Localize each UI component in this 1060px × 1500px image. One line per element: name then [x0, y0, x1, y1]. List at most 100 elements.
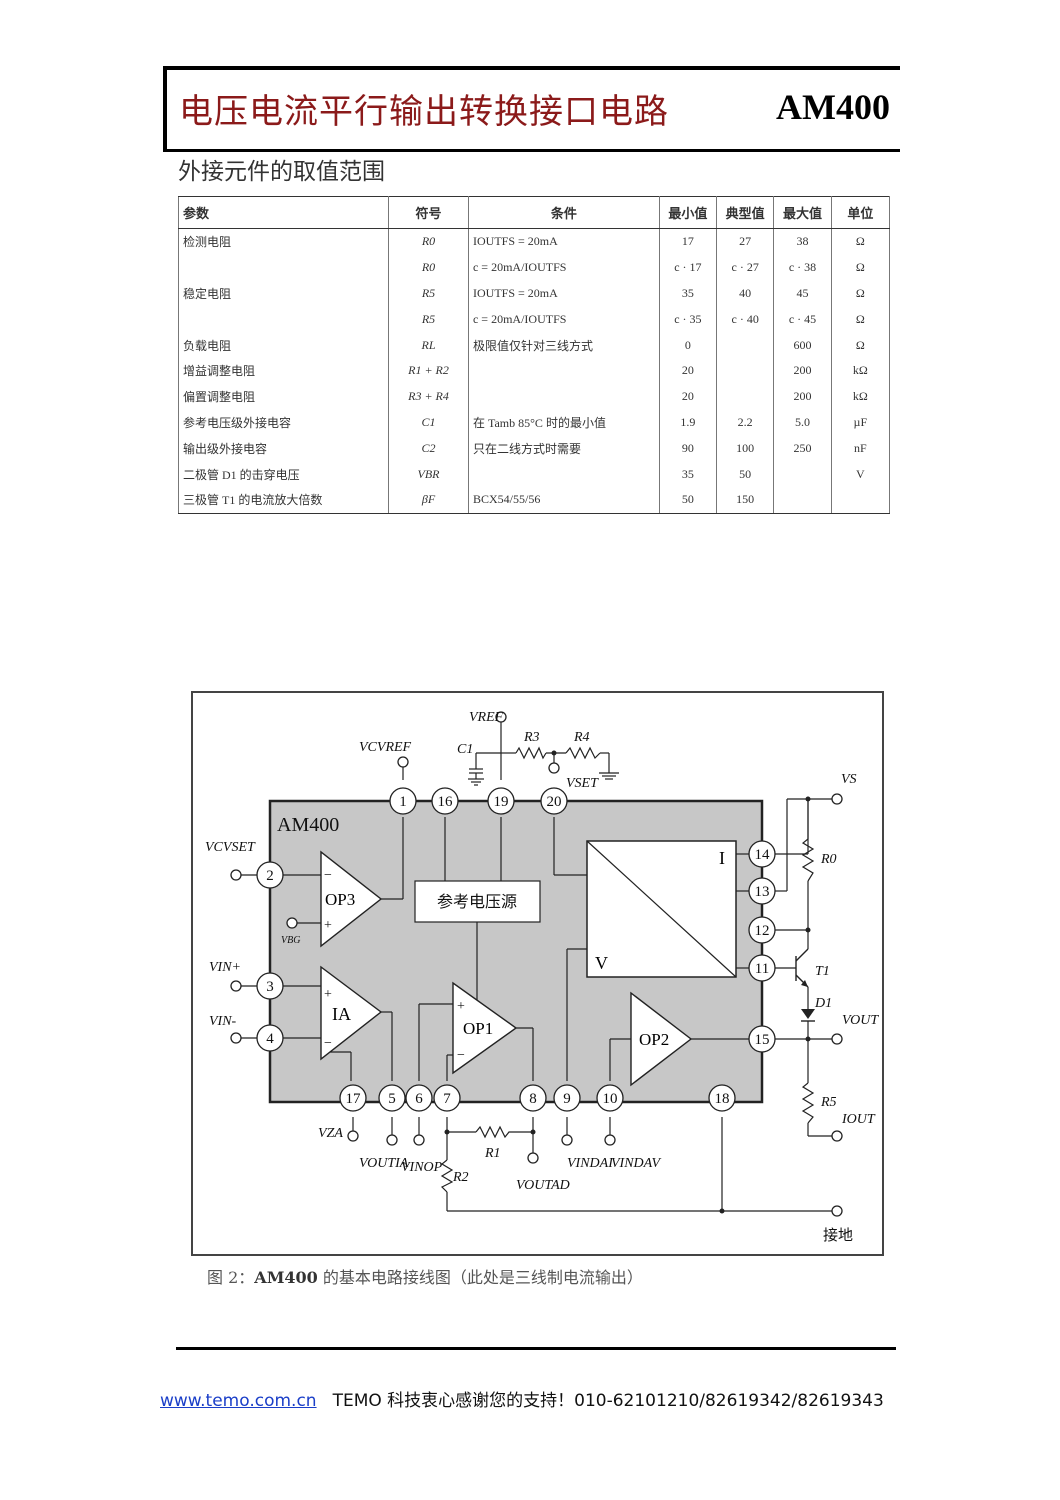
cell-unit: Ω — [830, 332, 891, 358]
label-r5: R5 — [820, 1095, 837, 1110]
cell-symbol: R0 — [388, 254, 469, 281]
terminal-voutad — [527, 1152, 539, 1164]
cell-max: 250 — [773, 435, 832, 462]
pin-4-label: 4 — [266, 1031, 274, 1047]
cell-max — [773, 486, 832, 514]
r0-resistor — [801, 838, 815, 882]
cell-symbol: RL — [388, 332, 469, 358]
cell-unit: V — [830, 461, 891, 487]
label-r1: R1 — [484, 1146, 501, 1161]
cell-condition — [467, 461, 660, 487]
cell-condition: IOUTFS = 20mA — [467, 228, 660, 255]
r1-resistor — [475, 1125, 516, 1139]
label-vza: VZA — [318, 1126, 343, 1141]
label-vset: VSET — [566, 776, 599, 791]
cell-min: 50 — [658, 486, 718, 514]
cell-max — [773, 461, 832, 487]
cell-typ: 150 — [715, 486, 775, 514]
ref-block-label: 参考电压源 — [437, 893, 517, 911]
cell-symbol: R5 — [388, 280, 469, 307]
label-d1: D1 — [814, 996, 832, 1011]
footer-text: TEMO 科技衷心感谢您的支持！010-62101210/82619342/82… — [332, 1391, 884, 1411]
cell-param: 二极管 D1 的击穿电压 — [177, 461, 390, 487]
ia-minus: − — [324, 1036, 332, 1051]
d1-diode — [801, 1009, 815, 1019]
terminal-vin-plus — [230, 980, 242, 992]
caption-prefix: 图 2： — [207, 1268, 255, 1287]
cell-typ — [715, 357, 775, 384]
r2-resistor — [440, 1159, 454, 1193]
pin-14 — [748, 840, 776, 868]
cell-typ: 50 — [715, 461, 775, 487]
cell-typ: 27 — [715, 228, 775, 255]
cell-min: 0 — [658, 332, 718, 358]
header-min: 最小值 — [658, 196, 718, 229]
pin-2 — [256, 861, 284, 889]
pin-13-label: 13 — [755, 884, 770, 900]
pin-1-label: 1 — [399, 794, 407, 810]
pin-17-label: 17 — [346, 1091, 362, 1107]
figure-caption: 图 2：AM400 的基本电路接线图（此处是三线制电流输出） — [207, 1264, 643, 1288]
cell-condition: 在 Tamb 85°C 时的最小值 — [467, 409, 660, 436]
pin-10 — [596, 1084, 624, 1112]
terminal-vin-minus — [230, 1032, 242, 1044]
label-r3: R3 — [523, 730, 540, 745]
cell-typ: 2.2 — [715, 409, 775, 436]
header-param: 参数 — [177, 196, 390, 229]
label-vs: VS — [841, 772, 857, 787]
r4-resistor — [565, 746, 601, 760]
cell-symbol: R5 — [388, 306, 469, 333]
label-c1: C1 — [457, 742, 473, 757]
pin-8 — [519, 1084, 547, 1112]
label-r4: R4 — [573, 730, 590, 745]
op1-amplifier — [452, 981, 518, 1075]
label-voutia: VOUTIA — [359, 1156, 409, 1171]
cell-typ: c · 40 — [715, 306, 775, 333]
pin-1 — [389, 787, 417, 815]
label-vout: VOUT — [842, 1013, 879, 1028]
cell-typ — [715, 332, 775, 358]
pin-19 — [487, 787, 515, 815]
chip-label: AM400 — [277, 814, 339, 836]
cell-min: 1.9 — [658, 409, 718, 436]
cell-symbol: VBR — [388, 461, 469, 487]
pin-18 — [708, 1084, 736, 1112]
pin-20 — [540, 787, 568, 815]
pin-8-label: 8 — [529, 1091, 537, 1107]
cell-min: 20 — [658, 383, 718, 410]
op3-plus: + — [324, 918, 332, 933]
cell-unit: Ω — [830, 280, 891, 307]
cell-unit: nF — [830, 435, 891, 462]
op3-label: OP3 — [325, 890, 355, 909]
terminal-vinop — [413, 1134, 425, 1146]
pin-12 — [748, 916, 776, 944]
pin-7 — [433, 1084, 461, 1112]
website-link[interactable]: www.temo.com.cn — [160, 1391, 317, 1411]
label-t1: T1 — [815, 964, 830, 979]
cell-max: c · 38 — [773, 254, 832, 281]
document-title: 电压电流平行输出转换接口电路 — [179, 92, 669, 132]
cell-condition — [467, 357, 660, 384]
cell-min: 35 — [658, 280, 718, 307]
header-max: 最大值 — [773, 196, 832, 229]
op1-minus: − — [457, 1048, 465, 1063]
op2-label: OP2 — [639, 1030, 669, 1049]
footer-rule — [176, 1347, 896, 1350]
label-vin-minus: VIN- — [209, 1014, 237, 1029]
label-r2: R2 — [452, 1170, 469, 1185]
cell-symbol: βF — [388, 486, 469, 514]
terminal-vza — [347, 1130, 359, 1142]
cell-typ — [715, 383, 775, 410]
cell-min: 20 — [658, 357, 718, 384]
terminal-vset — [548, 762, 560, 774]
cell-unit: kΩ — [830, 357, 891, 384]
op1-label: OP1 — [463, 1019, 493, 1038]
cell-param: 输出级外接电容 — [177, 435, 390, 462]
caption-part: AM400 — [254, 1268, 318, 1287]
